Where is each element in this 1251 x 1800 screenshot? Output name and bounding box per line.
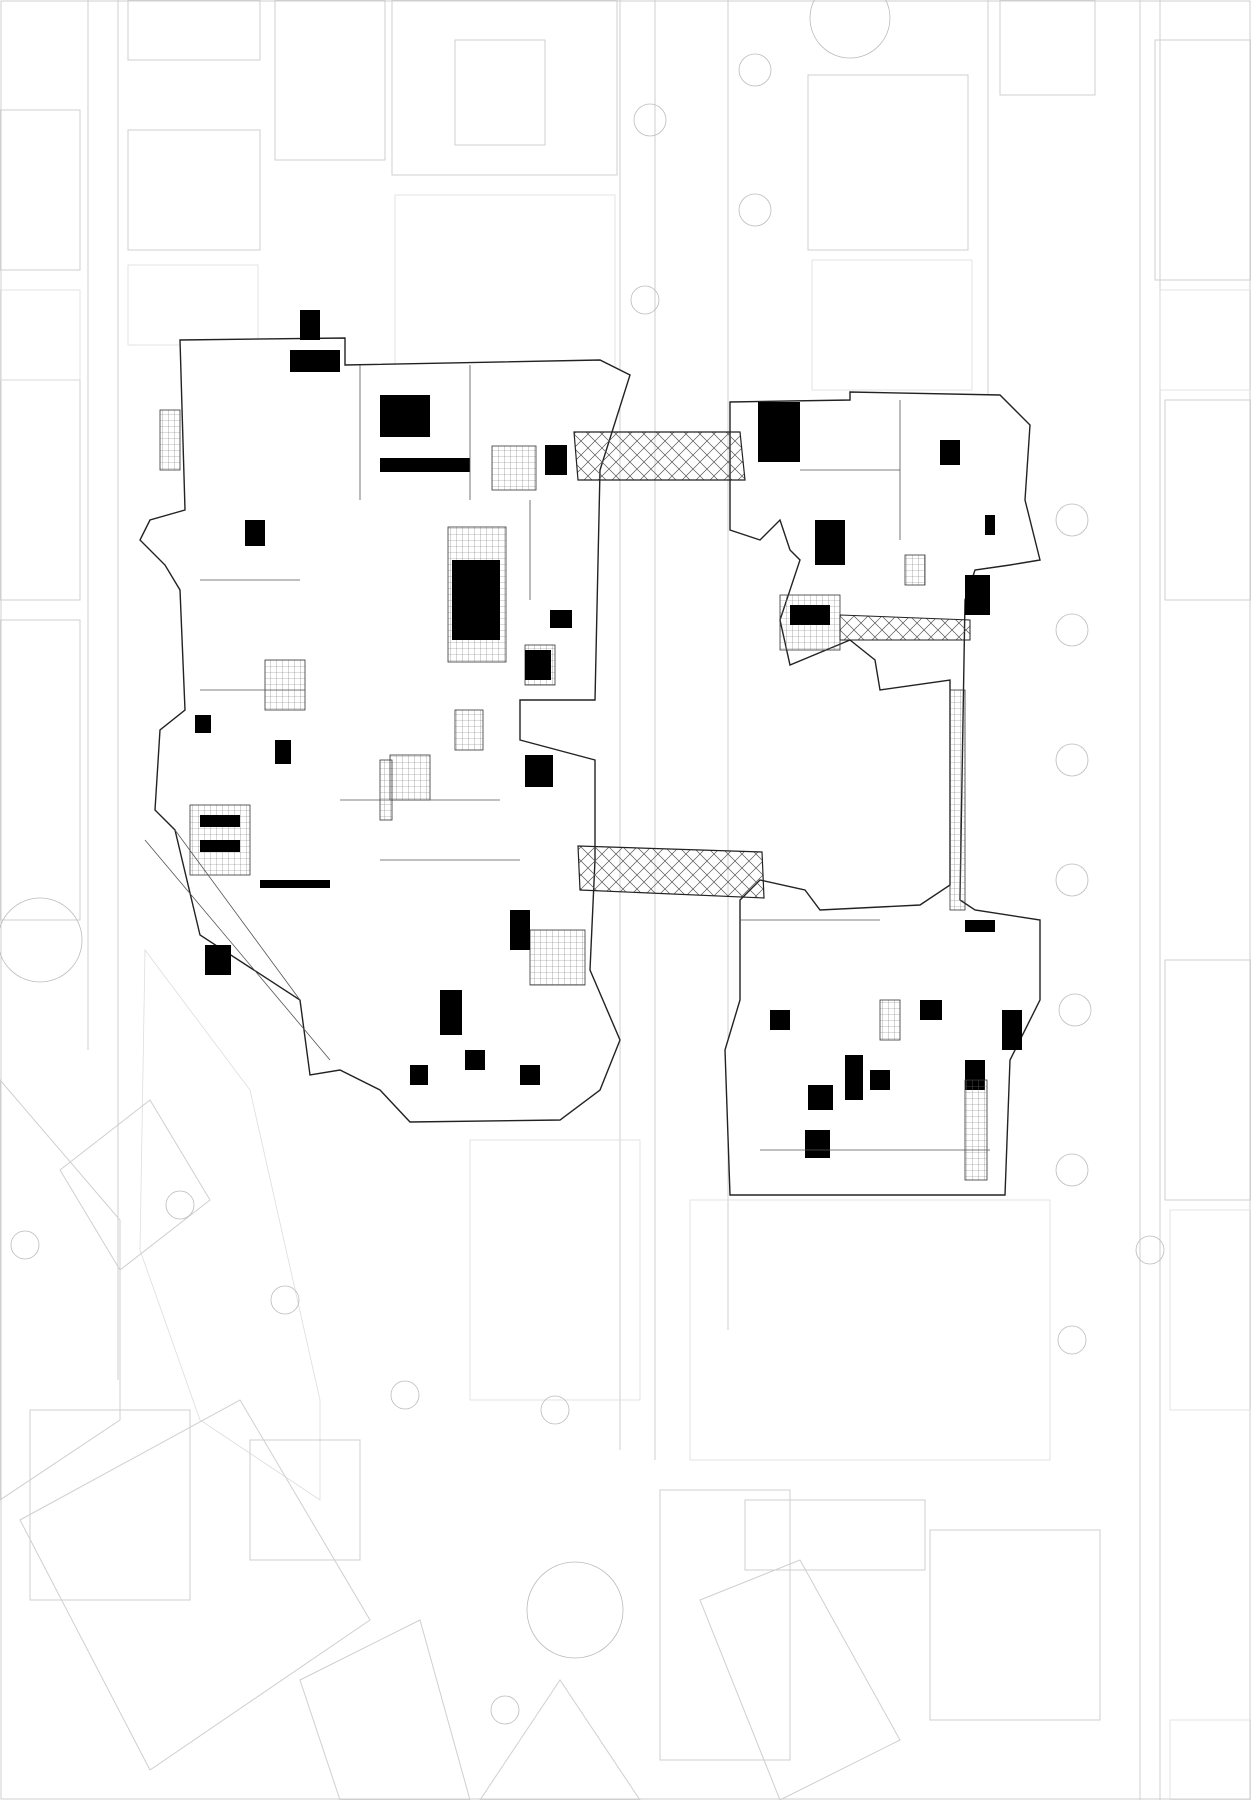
lower-bridge	[577, 845, 765, 899]
street-trees	[0, 0, 1165, 1725]
left-rooftop-complex	[139, 310, 631, 1123]
dark-room	[758, 402, 800, 462]
link-bridge	[839, 614, 971, 641]
streets	[87, 0, 1161, 1800]
right-rooftop-complex	[724, 391, 1041, 1196]
dark-room	[380, 395, 430, 437]
pedestrian-bridges	[573, 431, 971, 899]
upper-bridge	[573, 431, 746, 481]
